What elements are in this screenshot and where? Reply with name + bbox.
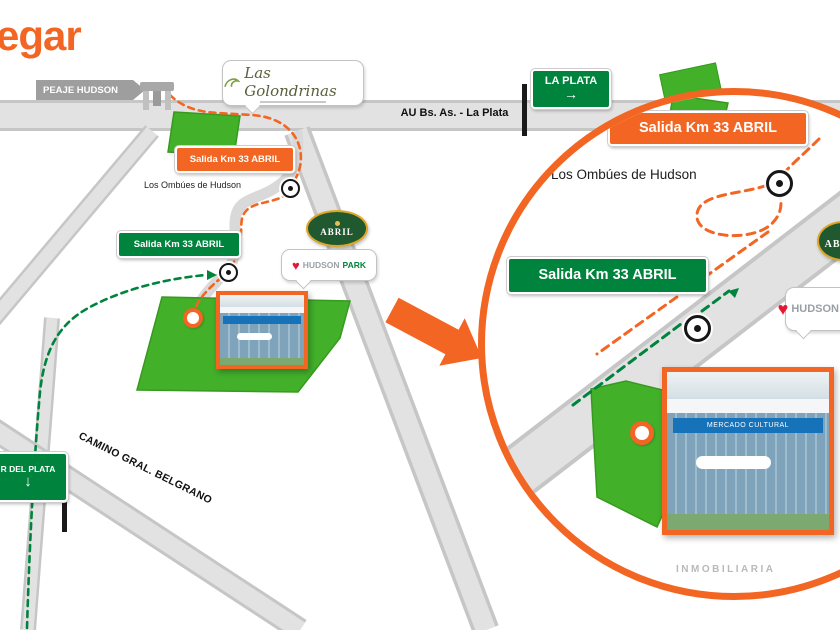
golondrinas-subline	[260, 100, 326, 103]
abril-label: ABRIL	[320, 226, 354, 237]
golondrinas-row: Las Golondrinas	[223, 64, 363, 100]
peaje-hudson-sign: PEAJE HUDSON	[36, 80, 145, 100]
building-photo	[216, 291, 308, 369]
exit-target-marker-2	[219, 263, 238, 282]
mar-del-plata-sign: R DEL PLATA ↓	[0, 452, 68, 502]
inset-salida-orange-sign: Salida Km 33 ABRIL	[608, 111, 808, 146]
golondrinas-swirl-icon	[224, 77, 241, 87]
zoom-inset-circle: Salida Km 33 ABRIL Los Ombúes de Hudson …	[478, 88, 840, 600]
inset-heart-icon: ♥	[777, 298, 789, 319]
exit-target-marker	[281, 179, 300, 198]
highway-label: AU Bs. As. - La Plata	[400, 107, 509, 119]
abril-logo: ABRIL	[306, 210, 368, 247]
salida-km33-orange-sign: Salida Km 33 ABRIL	[175, 146, 295, 173]
page-title: egar	[0, 12, 82, 59]
diagonal-road	[287, 127, 496, 630]
exit-target-dot-2	[226, 270, 231, 275]
inset-building-sky	[667, 372, 829, 404]
inset-location-ring-marker	[630, 421, 654, 445]
salida-green-label: Salida Km 33 ABRIL	[133, 238, 225, 250]
salida-orange-label: Salida Km 33 ABRIL	[189, 153, 281, 165]
exit-target-dot	[288, 186, 293, 191]
inset-orange-route-approach	[777, 137, 821, 181]
heart-icon: ♥	[291, 257, 300, 273]
golondrinas-label: Las Golondrinas	[244, 63, 337, 100]
toll-roof	[140, 82, 174, 91]
right-arrow-icon: →	[564, 86, 578, 103]
inset-salida-green-label: Salida Km 33 ABRIL	[538, 266, 677, 283]
inset-salida-orange-label: Salida Km 33 ABRIL	[638, 119, 778, 136]
inset-building-photo: MERCADO CULTURAL	[662, 367, 834, 535]
inset-exit-target-marker	[766, 170, 793, 197]
inset-ombues-label: Los Ombúes de Hudson	[551, 167, 697, 182]
inset-green-route-road	[571, 322, 683, 407]
green-route	[25, 273, 208, 630]
mar-del-plata-sign-post	[62, 476, 67, 532]
watermark-text: INMOBILIARIA	[676, 564, 776, 575]
inset-building-logo-pill	[696, 455, 771, 469]
peaje-hudson-label: PEAJE HUDSON	[43, 84, 118, 96]
toll-pillar-left	[143, 91, 149, 110]
la-plata-sign: LA PLATA →	[531, 69, 611, 109]
building-sky	[220, 295, 304, 309]
hudson-label: HUDSON	[302, 260, 340, 270]
toll-booth	[153, 91, 161, 106]
toll-pillar-right	[165, 91, 171, 110]
inset-abril-label: ABRIL	[824, 238, 840, 250]
inset-green-arrowhead-icon	[728, 288, 739, 298]
building-sign-band	[223, 316, 301, 324]
golondrinas-logo-bubble: Las Golondrinas	[222, 60, 364, 115]
inset-routes	[571, 137, 821, 407]
orange-route-2	[229, 191, 290, 270]
inset-hudson-label: HUDSON	[791, 303, 839, 315]
orange-route-1	[168, 93, 303, 187]
inset-salida-green-sign: Salida Km 33 ABRIL	[507, 257, 708, 294]
inset-exit-target-marker-2	[684, 315, 711, 342]
salida-km33-green-sign: Salida Km 33 ABRIL	[117, 231, 241, 258]
la-plata-sign-post	[522, 84, 527, 136]
inset-building-roof-slab	[667, 398, 829, 415]
inset-exit-target-dot	[776, 180, 783, 187]
inset-road	[485, 195, 840, 509]
building-ground	[220, 358, 304, 365]
routes	[25, 93, 303, 630]
down-arrow-icon: ↓	[24, 472, 32, 490]
inset-exit-target-dot-2	[694, 325, 701, 332]
inset-orange-route-loop	[695, 177, 783, 238]
inset-building-sign-band: MERCADO CULTURAL	[673, 417, 823, 433]
inset-green-route-exit	[700, 289, 731, 313]
toll-booth-icon	[140, 74, 174, 110]
mar-del-plata-label: R DEL PLATA	[0, 463, 56, 474]
green-route-arrowhead-icon	[207, 270, 217, 280]
left-road	[0, 126, 157, 322]
location-ring-marker	[183, 308, 203, 328]
inset-building-ground	[667, 514, 829, 530]
orange-route-3	[193, 275, 224, 311]
la-plata-label: LA PLATA	[544, 74, 598, 87]
building-logo-pill	[236, 332, 273, 340]
ombues-label: Los Ombúes de Hudson	[144, 180, 242, 190]
abril-gem-icon	[334, 220, 340, 226]
inset-roads	[485, 190, 840, 512]
park-label: PARK	[342, 260, 367, 270]
camino-road	[0, 422, 305, 630]
